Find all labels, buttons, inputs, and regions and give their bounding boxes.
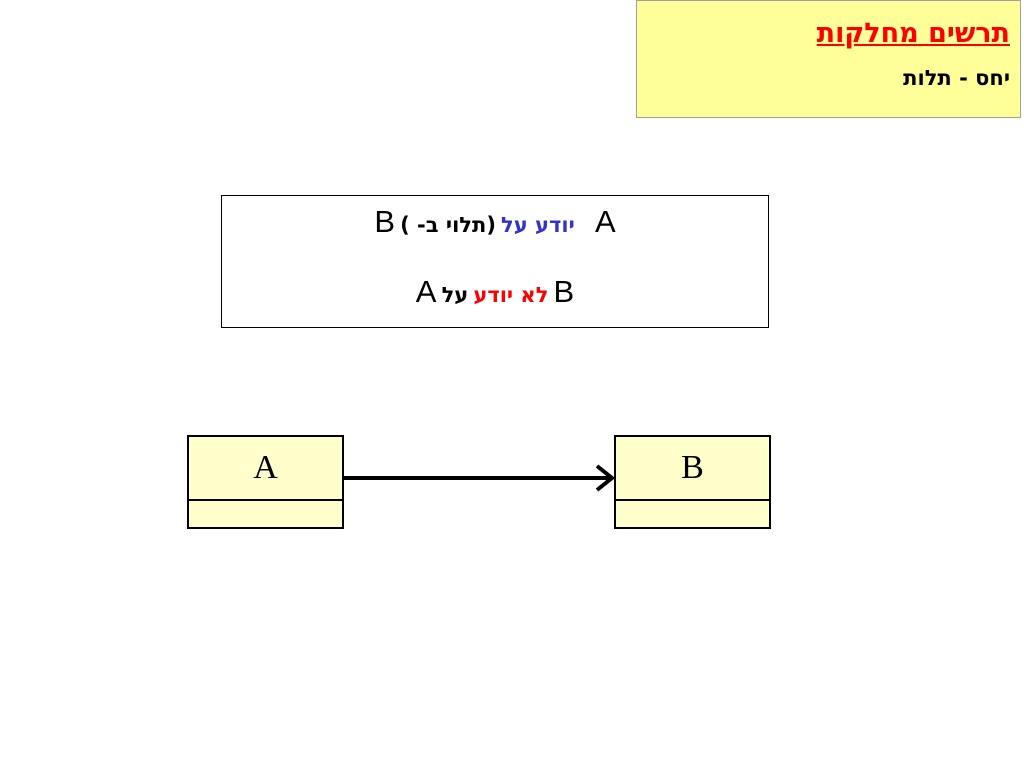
statement-2-verb: לא יודע [473, 283, 549, 307]
statement-1-verb: יודע על [501, 213, 575, 237]
statement-1-subject: A [594, 204, 616, 239]
title-box: תרשים מחלקות יחס - תלות [636, 0, 1021, 118]
slide-title: תרשים מחלקות [816, 18, 1010, 49]
slide-subtitle: יחס - תלות [903, 66, 1010, 90]
statement-2-object: A [415, 274, 437, 309]
statement-line-1: A יודע על (תלוי ב- ) B [222, 204, 768, 240]
statement-2-connector: על [441, 283, 469, 307]
statement-1-object: B [374, 204, 396, 239]
arrow-head [595, 464, 616, 492]
statement-1-note: (תלוי ב- ) [400, 213, 496, 237]
uml-class-b: B [614, 435, 771, 529]
uml-class-a: A [187, 435, 344, 529]
class-a-name: A [189, 437, 342, 501]
statement-2-subject: B [553, 274, 575, 309]
statement-line-2: B לא יודע על A [222, 274, 768, 310]
statement-box: A יודע על (תלוי ב- ) B B לא יודע על A [221, 195, 769, 328]
class-b-name: B [616, 437, 769, 501]
